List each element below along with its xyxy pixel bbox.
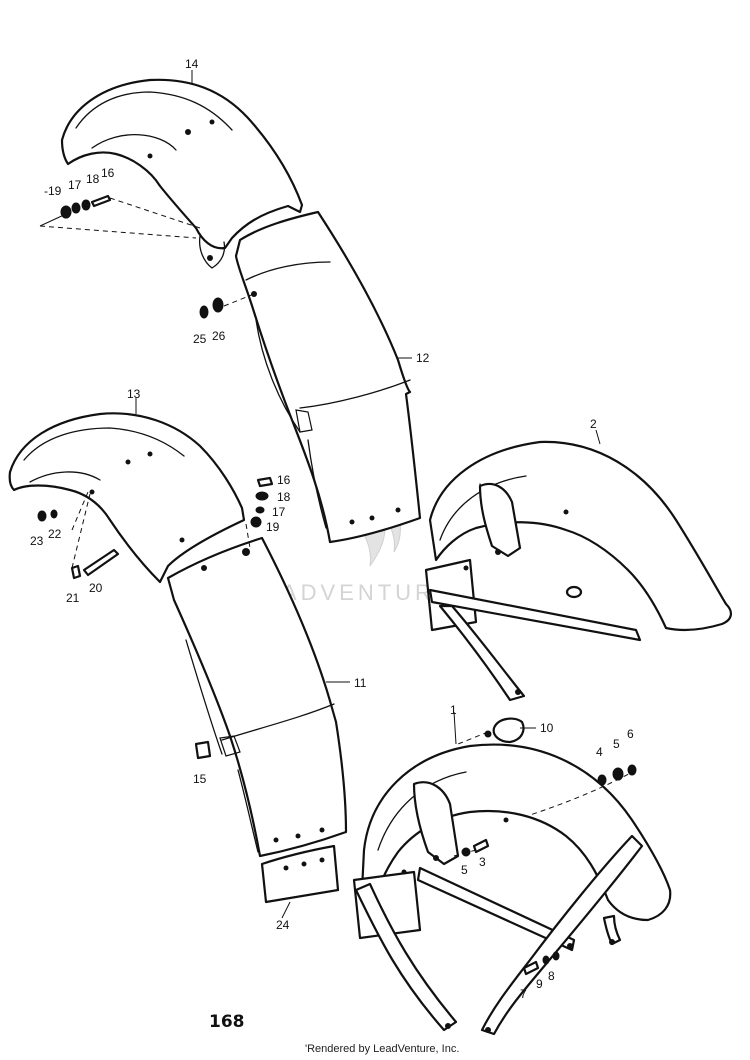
callout-9: 9 bbox=[536, 977, 543, 991]
callout-4: 4 bbox=[596, 745, 603, 759]
callout-18-top: 18 bbox=[86, 172, 100, 186]
leader-lines bbox=[39, 70, 601, 919]
callout-12: 12 bbox=[416, 351, 430, 365]
callout-1: 1 bbox=[450, 703, 457, 717]
callouts: 14 -19 17 18 16 25 26 12 13 2 16 18 17 1… bbox=[30, 57, 634, 1001]
hardware-bolts-nuts-washers bbox=[37, 194, 637, 976]
part-12-rear-fender-lower bbox=[234, 210, 422, 544]
callout-13: 13 bbox=[127, 387, 141, 401]
callout-20: 20 bbox=[89, 581, 103, 595]
part-14-rear-fender-upper bbox=[60, 78, 304, 269]
callout-18-middle: 18 bbox=[277, 490, 291, 504]
callout-16-top: 16 bbox=[101, 166, 115, 180]
part-1-front-fender bbox=[352, 743, 672, 1036]
callout-16-middle: 16 bbox=[277, 473, 291, 487]
callout-23: 23 bbox=[30, 534, 44, 548]
part-2-front-fender bbox=[424, 440, 732, 702]
callout-19-middle: 19 bbox=[266, 520, 280, 534]
callout-5-right: 5 bbox=[613, 737, 620, 751]
page-number: 168 bbox=[209, 1012, 245, 1032]
callout-14: 14 bbox=[185, 57, 199, 71]
callout-6: 6 bbox=[627, 727, 634, 741]
part-11-rear-fender-lower bbox=[166, 536, 348, 858]
callout-26: 26 bbox=[212, 329, 226, 343]
callout-15: 15 bbox=[193, 772, 207, 786]
callout-8: 8 bbox=[548, 969, 555, 983]
alignment-lines bbox=[39, 197, 637, 857]
callout-24: 24 bbox=[276, 918, 290, 932]
part-24-plate bbox=[260, 844, 340, 904]
callout-5-left: 5 bbox=[461, 863, 468, 877]
callout-25: 25 bbox=[193, 332, 207, 346]
callout-17-top: 17 bbox=[68, 178, 82, 192]
callout-17-middle: 17 bbox=[272, 505, 286, 519]
callout-3: 3 bbox=[479, 855, 486, 869]
callout-7: 7 bbox=[520, 987, 527, 1001]
callout-10: 10 bbox=[540, 721, 554, 735]
footer-credit: 'Rendered by LeadVenture, Inc. bbox=[305, 1043, 460, 1055]
callout-11: 11 bbox=[354, 676, 367, 690]
part-13-rear-fender-upper bbox=[8, 412, 246, 584]
callout-21: 21 bbox=[66, 591, 80, 605]
callout-22: 22 bbox=[48, 527, 62, 541]
callout-2: 2 bbox=[590, 417, 597, 431]
callout-19-top: -19 bbox=[44, 184, 62, 198]
